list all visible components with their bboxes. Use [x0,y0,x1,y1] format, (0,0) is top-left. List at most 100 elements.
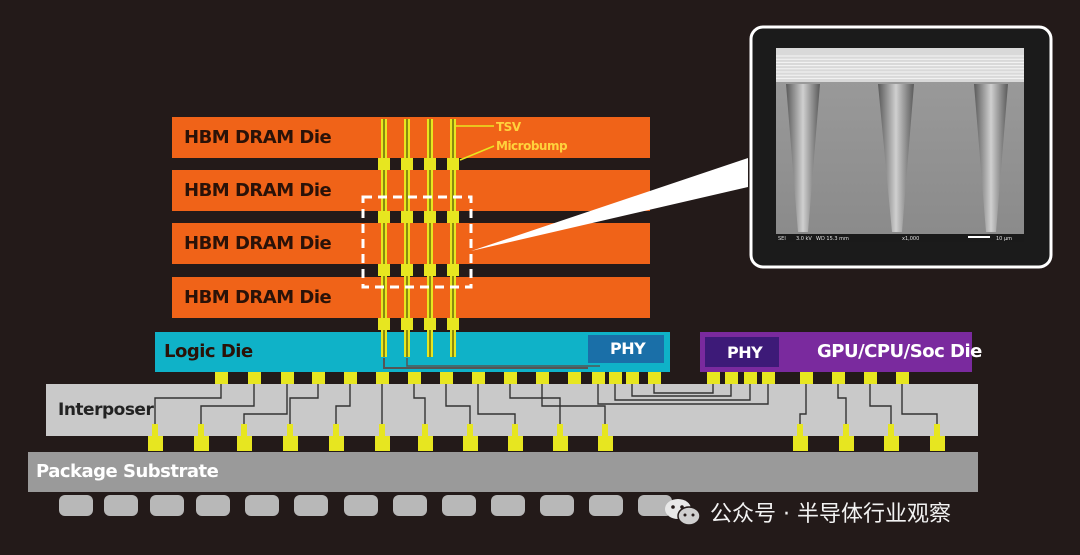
dram-die-label-4: HBM DRAM Die [184,287,332,308]
bottom-bump-15 [930,436,945,451]
top-bump-1 [215,372,228,384]
top-bump-2 [248,372,261,384]
bottom-pillar-3 [241,424,247,438]
wire-7 [413,384,426,424]
top-bump-3 [281,372,294,384]
bottom-bump-7 [418,436,433,451]
sem-readout-5: 10 µm [996,236,1012,242]
bottom-pillar-11 [602,424,608,438]
tsv-columns [378,119,495,357]
top-bump-24 [896,372,909,384]
bumps [148,372,945,451]
wire-5 [335,384,351,424]
wire-4 [289,384,319,424]
solder-ball-4 [196,495,230,516]
soc-phy-label: PHY [727,343,763,362]
microbump-3-2 [424,211,436,223]
bottom-pillar-5 [333,424,339,438]
wire-12 [799,384,807,424]
bottom-pillar-8 [467,424,473,438]
top-bump-13 [592,372,605,384]
bottom-pillar-10 [557,424,563,438]
package-substrate-label: Package Substrate [36,461,219,482]
top-bump-15 [626,372,639,384]
microbump-2-1 [401,158,413,170]
wire-8 [445,384,471,424]
bottom-pillar-15 [934,424,940,438]
solder-ball-3 [150,495,184,516]
bottom-pillar-1 [152,424,158,438]
microbump-3-4 [424,318,436,330]
top-bump-5 [344,372,357,384]
microbump-1-3 [378,264,390,276]
solder-ball-8 [393,495,427,516]
wechat-watermark: 公众号 · 半导体行业观察 [664,494,951,530]
microbump-4-3 [447,264,459,276]
top-bump-6 [376,372,389,384]
top-bump-21 [800,372,813,384]
wechat-icon [665,499,701,526]
wire-15 [901,384,938,424]
bottom-bump-1 [148,436,163,451]
sem-readout-4: x1,000 [902,236,919,242]
hbm-dram-die-2 [172,170,650,211]
hbm-dram-die-1 [172,117,650,158]
sem-via-1 [786,84,820,232]
bottom-pillar-7 [422,424,428,438]
top-bump-18 [725,372,738,384]
watermark-text: 公众号 · 半导体行业观察 [710,502,951,527]
hbm-dram-die-3 [172,223,650,264]
solder-ball-9 [442,495,476,516]
bottom-bump-2 [194,436,209,451]
sem-readout-1: SEI [778,236,786,242]
bottom-bump-5 [329,436,344,451]
wire-11 [541,384,606,424]
solder-ball-2 [104,495,138,516]
tsv-core-2 [406,119,408,357]
solder-ball-11 [540,495,574,516]
sem-via-2 [878,84,914,232]
bottom-bump-9 [508,436,523,451]
wire-2 [200,384,255,424]
sem-readout-3: WD 15.3 mm [816,236,849,242]
top-bump-9 [472,372,485,384]
phy-link-2 [614,384,751,401]
solder-ball-6 [294,495,328,516]
tsv-core-4 [452,119,454,357]
microbump-2-3 [401,264,413,276]
bottom-bump-12 [793,436,808,451]
soc-die-phy-block [705,337,779,367]
interposer-wiring [154,358,938,424]
logic-route-2 [406,358,600,367]
solder-balls [59,495,672,516]
bottom-pillar-6 [379,424,385,438]
wire-10 [509,384,561,424]
wire-9 [477,384,516,424]
tsv-core-3 [429,119,431,357]
microbump-2-4 [401,318,413,330]
microbump-3-1 [424,158,436,170]
top-bump-23 [864,372,877,384]
sem-via-3 [974,84,1008,232]
phy-link-1 [597,384,769,405]
microbump-4-1 [447,158,459,170]
microbump-leader [459,145,495,161]
top-bump-19 [744,372,757,384]
bottom-pillar-13 [843,424,849,438]
microbump-1-2 [378,211,390,223]
microbump-4-2 [447,211,459,223]
microbump-1-4 [378,318,390,330]
top-bump-17 [707,372,720,384]
solder-ball-12 [589,495,623,516]
wire-14 [869,384,892,424]
hbm-dram-die-4 [172,277,650,318]
bottom-bump-11 [598,436,613,451]
soc-die-label: GPU/CPU/Soc Die [817,341,982,362]
dram-die-label-1: HBM DRAM Die [184,127,332,148]
dram-die-label-3: HBM DRAM Die [184,233,332,254]
top-bump-14 [609,372,622,384]
bottom-pillar-14 [888,424,894,438]
wire-3 [243,384,288,424]
bottom-pillar-9 [512,424,518,438]
top-bump-7 [408,372,421,384]
